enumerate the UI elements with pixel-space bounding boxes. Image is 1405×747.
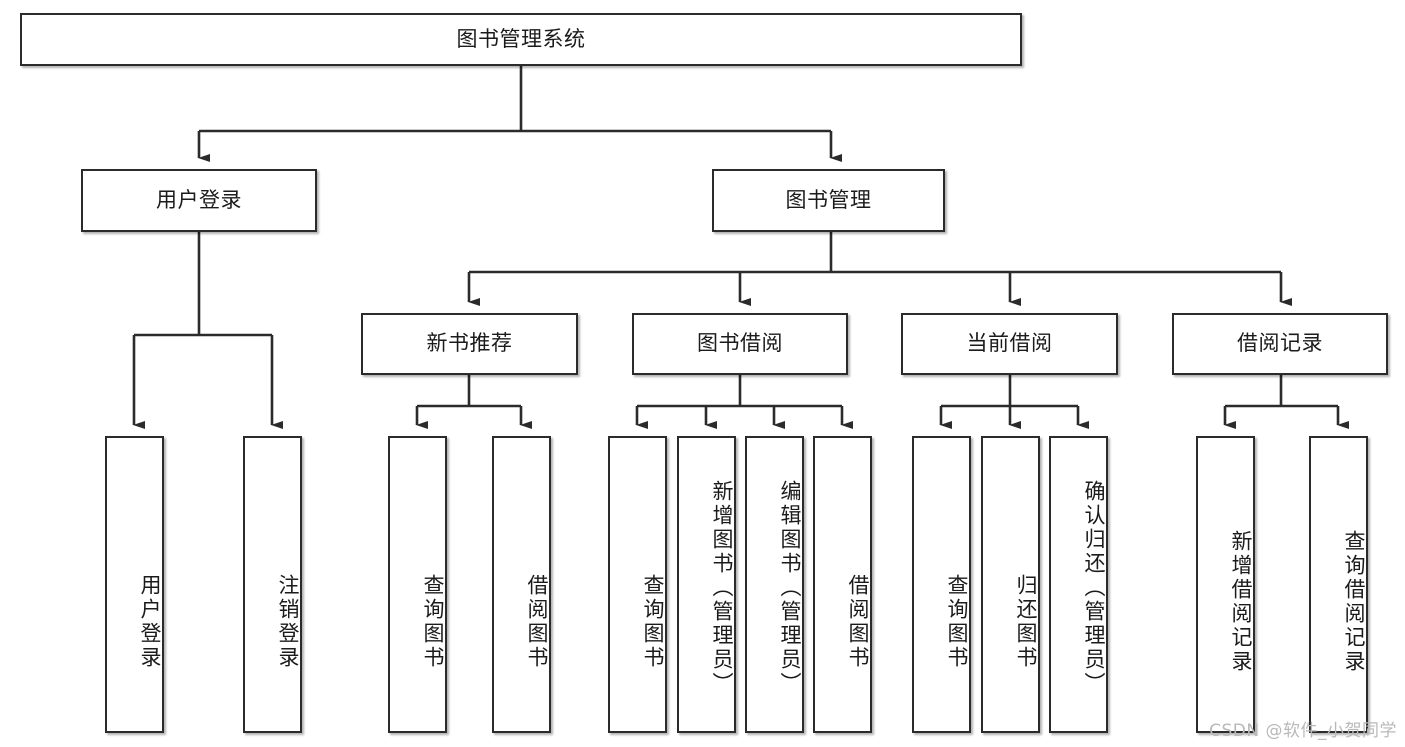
node-book-management-label: 图书管理: [785, 187, 872, 212]
leaf-current-return-book-label: 归还图书: [1014, 573, 1038, 670]
leaf-current-confirm-return[interactable]: 确认归还（管理员）: [1049, 436, 1108, 733]
leaf-borrow-query-book-label: 查询图书: [641, 573, 665, 670]
leaf-record-query-record-label: 查询借阅记录: [1342, 529, 1366, 674]
leaf-user-login-login-label: 用户登录: [138, 573, 162, 670]
leaf-user-login-logout[interactable]: 注销登录: [243, 436, 302, 733]
csdn-watermark: CSDN @软件_小贺同学: [1209, 721, 1397, 741]
leaf-borrow-edit-book-label: 编辑图书（管理员）: [778, 479, 802, 696]
leaf-recommend-borrow-book-label: 借阅图书: [525, 573, 549, 670]
node-current-borrow-label: 当前借阅: [966, 331, 1053, 356]
leaf-recommend-query-book[interactable]: 查询图书: [388, 436, 447, 733]
leaf-current-confirm-return-label: 确认归还（管理员）: [1082, 479, 1106, 696]
node-book-borrow[interactable]: 图书借阅: [632, 313, 848, 375]
node-current-borrow[interactable]: 当前借阅: [901, 313, 1118, 375]
node-book-management[interactable]: 图书管理: [712, 169, 945, 232]
node-root-label: 图书管理系统: [456, 26, 586, 51]
leaf-record-add-record-label: 新增借阅记录: [1229, 529, 1253, 674]
leaf-current-return-book[interactable]: 归还图书: [981, 436, 1040, 733]
leaf-borrow-query-book[interactable]: 查询图书: [608, 436, 667, 733]
leaf-current-query-book[interactable]: 查询图书: [912, 436, 971, 733]
node-root[interactable]: 图书管理系统: [20, 13, 1022, 66]
leaf-borrow-add-book-label: 新增图书（管理员）: [710, 479, 734, 696]
node-book-borrow-label: 图书借阅: [697, 331, 783, 356]
leaf-borrow-borrow-book[interactable]: 借阅图书: [813, 436, 872, 733]
node-borrow-record[interactable]: 借阅记录: [1172, 313, 1388, 375]
leaf-user-login-login[interactable]: 用户登录: [105, 436, 164, 733]
leaf-record-add-record[interactable]: 新增借阅记录: [1196, 436, 1255, 733]
leaf-record-query-record[interactable]: 查询借阅记录: [1309, 436, 1368, 733]
leaf-borrow-edit-book[interactable]: 编辑图书（管理员）: [745, 436, 804, 733]
leaf-borrow-add-book[interactable]: 新增图书（管理员）: [677, 436, 736, 733]
leaf-borrow-borrow-book-label: 借阅图书: [846, 573, 870, 670]
node-user-login[interactable]: 用户登录: [81, 169, 317, 232]
leaf-user-login-logout-label: 注销登录: [276, 573, 300, 670]
node-borrow-record-label: 借阅记录: [1237, 331, 1323, 356]
leaf-current-query-book-label: 查询图书: [945, 573, 969, 670]
node-user-login-label: 用户登录: [156, 187, 242, 212]
node-new-book-recommend-label: 新书推荐: [426, 331, 513, 356]
leaf-recommend-borrow-book[interactable]: 借阅图书: [492, 436, 551, 733]
node-new-book-recommend[interactable]: 新书推荐: [361, 313, 578, 375]
leaf-recommend-query-book-label: 查询图书: [421, 573, 445, 670]
